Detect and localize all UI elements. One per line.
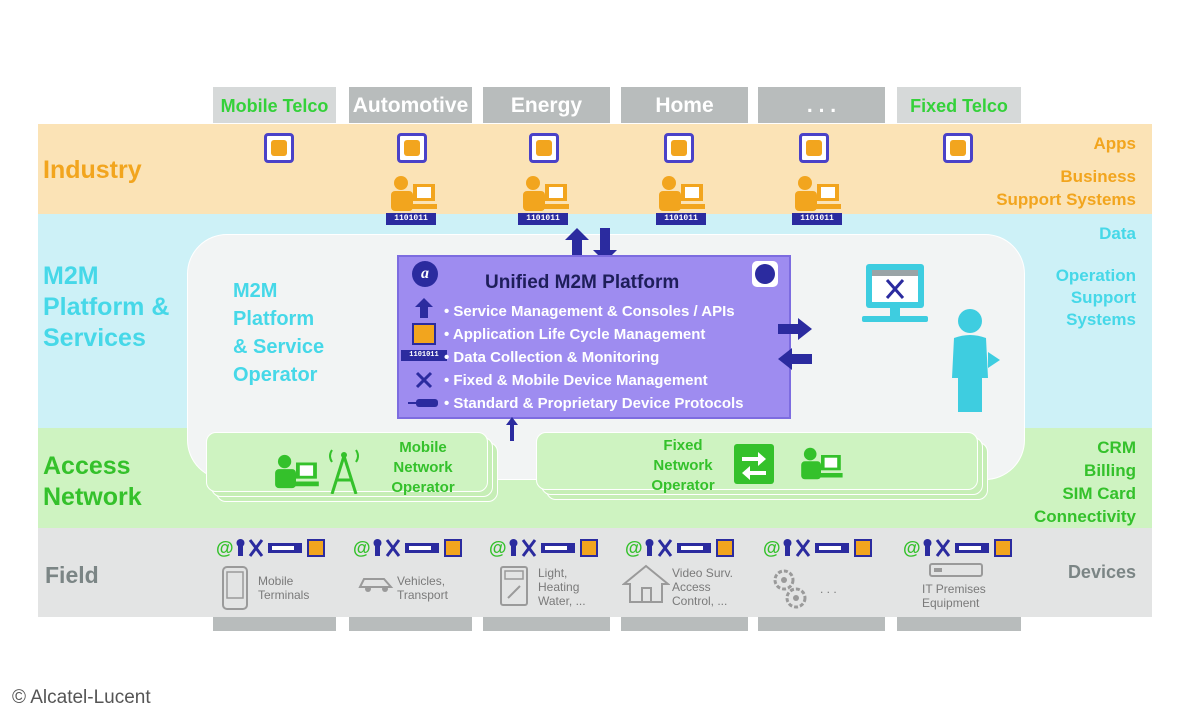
- column-header-automotive: Automotive: [349, 87, 472, 123]
- platform-item: • Standard & Proprietary Device Protocol…: [444, 395, 744, 412]
- device-protocol-icons: @: [903, 538, 1012, 558]
- platform-item: • Application Life Cycle Management: [444, 326, 706, 343]
- column-footer: [349, 617, 472, 631]
- cell-tower-icon: [329, 449, 359, 494]
- user-computer-icon: [523, 176, 569, 211]
- down-arrow-icon: [506, 417, 518, 441]
- unified-platform-title: Unified M2M Platform: [485, 272, 680, 293]
- alcatel-logo-icon: a: [412, 261, 438, 287]
- column-header-mobile-telco: Mobile Telco: [213, 87, 336, 123]
- field-device-label: Video Surv. Access Control, ...: [672, 566, 733, 608]
- application-icon: [412, 323, 436, 345]
- operator-person-icon: [952, 309, 1000, 412]
- svg-text:@: @: [353, 538, 371, 558]
- user-computer-icon: [801, 447, 843, 480]
- mobile-phone-icon: [222, 566, 248, 610]
- user-computer-icon: [659, 176, 705, 211]
- fixed-network-operator-label: Fixed Network Operator: [651, 437, 715, 494]
- api-upload-icon: [415, 298, 433, 318]
- device-protocol-icons: @: [763, 538, 872, 558]
- more-app-icon: [799, 133, 829, 163]
- monitor-tools-icon: [862, 264, 928, 322]
- device-protocol-icons: @: [216, 538, 325, 558]
- left-right-arrows-icon: [778, 318, 812, 370]
- svg-text:@: @: [903, 538, 921, 558]
- svg-text:@: @: [763, 538, 781, 558]
- copyright-text: © Alcatel-Lucent: [12, 687, 151, 708]
- user-computer-icon: [391, 176, 437, 211]
- binary-data-badge: 1101011: [518, 213, 568, 225]
- industry-label: Industry: [43, 156, 142, 184]
- mobile-network-operator-label: Mobile Network Operator: [391, 439, 455, 496]
- access-label: Access Network: [43, 452, 142, 511]
- platform-item: • Data Collection & Monitoring: [444, 349, 660, 366]
- device-protocol-icons: @: [489, 538, 598, 558]
- column-footer: [621, 617, 748, 631]
- car-icon: [358, 578, 394, 592]
- field-device-label: Light, Heating Water, ...: [538, 566, 586, 608]
- binary-data-badge: 1101011: [792, 213, 842, 225]
- device-protocol-icons: @: [353, 538, 462, 558]
- user-computer-icon: [275, 454, 319, 489]
- platform-item: • Service Management & Consoles / APIs: [444, 303, 735, 320]
- car-app-icon: [397, 133, 427, 163]
- up-down-arrows-icon: [565, 228, 617, 262]
- column-footer: [483, 617, 610, 631]
- platform-item: • Fixed & Mobile Device Management: [444, 372, 708, 389]
- binary-data-badge: 1101011: [656, 213, 706, 225]
- column-header-home: Home: [621, 87, 748, 123]
- devices-label: Devices: [1067, 562, 1136, 582]
- user-computer-icon: [795, 176, 841, 211]
- gears-icon: [773, 569, 807, 609]
- home-app-icon: [664, 133, 694, 163]
- phone-app-icon: [264, 133, 294, 163]
- device-protocol-icons: @: [625, 538, 734, 558]
- access-right-labels: CRM Billing SIM Card Connectivity: [1033, 438, 1136, 526]
- svg-text:@: @: [625, 538, 643, 558]
- column-footer: [213, 617, 336, 631]
- energy-app-icon: [529, 133, 559, 163]
- column-header-more: . . .: [758, 87, 885, 123]
- column-footer: [897, 617, 1021, 631]
- field-label: Field: [45, 562, 99, 588]
- field-device-label: Vehicles, Transport: [397, 574, 448, 602]
- field-device-label: . . .: [820, 582, 837, 596]
- field-device-label: IT Premises Equipment: [922, 582, 986, 610]
- m2m-logo-icon: [752, 261, 778, 287]
- industry-band: [38, 124, 1152, 214]
- platform-right-labels: Data Operation Support Systems: [1055, 224, 1136, 329]
- unified-platform-list: • Service Management & Consoles / APIs •…: [444, 300, 744, 415]
- binary-data-badge: 1101011: [401, 350, 447, 361]
- column-header-energy: Energy: [483, 87, 610, 123]
- house-icon: [622, 564, 670, 603]
- network-switch-icon: [734, 444, 774, 484]
- binary-data-badge: 1101011: [386, 213, 436, 225]
- svg-text:@: @: [489, 538, 507, 558]
- column-header-fixed-telco: Fixed Telco: [897, 87, 1021, 123]
- svg-text:@: @: [216, 538, 234, 558]
- field-device-label: Mobile Terminals: [258, 574, 310, 602]
- platform-label: M2M Platform & Services: [43, 262, 170, 352]
- cable-plug-icon: [408, 399, 438, 407]
- industry-right-labels: Apps Business Support Systems: [996, 134, 1136, 209]
- server-equipment-icon: [929, 563, 983, 577]
- tools-icon: [415, 371, 433, 389]
- unified-platform-box: [397, 255, 791, 419]
- fixed-app-icon: [943, 133, 973, 163]
- service-operator-label: M2M Platform & Service Operator: [233, 280, 325, 386]
- column-footer: [758, 617, 885, 631]
- meter-icon: [500, 566, 528, 606]
